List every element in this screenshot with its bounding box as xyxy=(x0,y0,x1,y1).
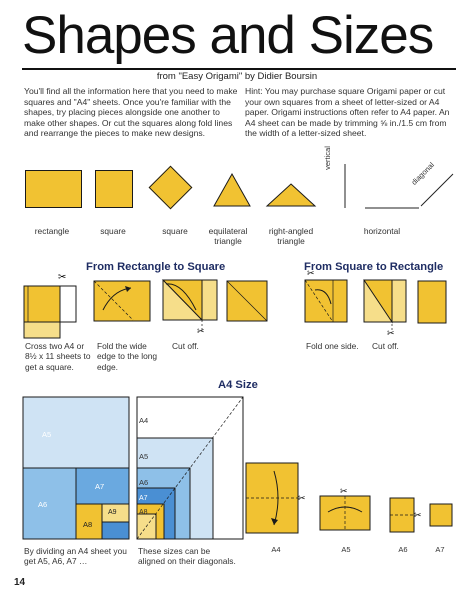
heading-rectangle-to-square: From Rectangle to Square xyxy=(86,261,226,273)
diag-a6-label: A6 xyxy=(139,478,149,487)
a6-label: A6 xyxy=(38,500,48,509)
diag-a7-label: A7 xyxy=(139,495,148,502)
caption-cut-off-2: Cut off. xyxy=(372,341,399,351)
a5-label: A5 xyxy=(42,430,52,439)
cut-off-diagram-2: ✂ xyxy=(363,279,407,339)
a8-label: A8 xyxy=(83,520,93,529)
caption-fold-one-side: Fold one side. xyxy=(306,341,359,351)
heading-square-to-rectangle: From Square to Rectangle xyxy=(304,261,444,273)
byline: from "Easy Origami" by Didier Boursin xyxy=(156,71,318,82)
right-angled-triangle-shape xyxy=(265,183,317,207)
resulting-rectangle-diagram xyxy=(417,280,447,324)
heading-a4-size: A4 Size xyxy=(218,379,258,391)
page-title: Shapes and Sizes xyxy=(22,6,434,65)
intro-left-paragraph: You'll find all the information here tha… xyxy=(24,86,238,139)
label-right-angled-triangle: right-angled triangle xyxy=(268,226,314,246)
svg-text:✂: ✂ xyxy=(307,269,315,279)
caption-cut-off-1: Cut off. xyxy=(172,341,199,351)
title-rule xyxy=(22,68,456,70)
a9-label: A9 xyxy=(108,509,117,516)
svg-text:✂: ✂ xyxy=(298,494,306,504)
label-square-2: square xyxy=(162,226,188,236)
a4-divisions-diagram xyxy=(22,396,130,540)
fold-a5-label: A5 xyxy=(341,545,351,554)
svg-text:✂: ✂ xyxy=(197,327,205,337)
fold-a6-label: A6 xyxy=(398,545,408,554)
label-square: square xyxy=(100,226,126,236)
cut-off-diagram-1: ✂ xyxy=(161,279,218,337)
a7-label: A7 xyxy=(95,482,105,491)
fold-a4-label: A4 xyxy=(271,545,281,554)
a7-sheet-diagram xyxy=(429,503,453,527)
page-number: 14 xyxy=(14,577,26,588)
label-rectangle: rectangle xyxy=(34,226,70,236)
svg-text:✂: ✂ xyxy=(387,329,395,339)
resulting-square-diagram xyxy=(226,280,268,322)
fold-lines-diagram xyxy=(344,164,454,209)
square-shape xyxy=(95,170,133,208)
fold-a7-label: A7 xyxy=(435,545,445,554)
a4-fold-step-diagram: ✂ xyxy=(245,462,306,534)
diamond-square-shape xyxy=(148,165,193,210)
svg-text:✂: ✂ xyxy=(340,487,348,497)
caption-diagonal-alignment: These sizes can be aligned on their diag… xyxy=(138,546,236,567)
a6-fold-step-diagram: ✂ xyxy=(389,497,422,533)
equilateral-triangle-shape xyxy=(213,172,251,207)
label-horizontal: horizontal xyxy=(363,226,401,236)
svg-text:✂: ✂ xyxy=(414,511,422,521)
diag-a4-label: A4 xyxy=(139,416,149,425)
a4-diagonal-alignment-diagram xyxy=(136,396,244,540)
caption-a4-divisions: By dividing an A4 sheet you get A5, A6, … xyxy=(24,546,127,567)
caption-cross-sheets: Cross two A4 or 8½ x 11 sheets to get a … xyxy=(25,341,91,372)
diag-a5-label: A5 xyxy=(139,452,149,461)
crossed-sheets-diagram: ✂ xyxy=(23,272,77,339)
fold-wide-edge-diagram xyxy=(93,280,151,322)
rectangle-shape xyxy=(25,170,82,208)
caption-fold-wide-edge: Fold the wide edge to the long edge. xyxy=(97,341,158,372)
fold-one-side-diagram: ✂ xyxy=(304,269,348,323)
label-equilateral-triangle: equilateral triangle xyxy=(208,226,248,246)
intro-right-paragraph: Hint: You may purchase square Origami pa… xyxy=(245,86,450,139)
a5-fold-step-diagram: ✂ xyxy=(319,487,371,531)
diag-a8-label: A8 xyxy=(139,509,148,516)
svg-text:✂: ✂ xyxy=(58,272,66,283)
label-vertical: vertical xyxy=(323,146,332,170)
